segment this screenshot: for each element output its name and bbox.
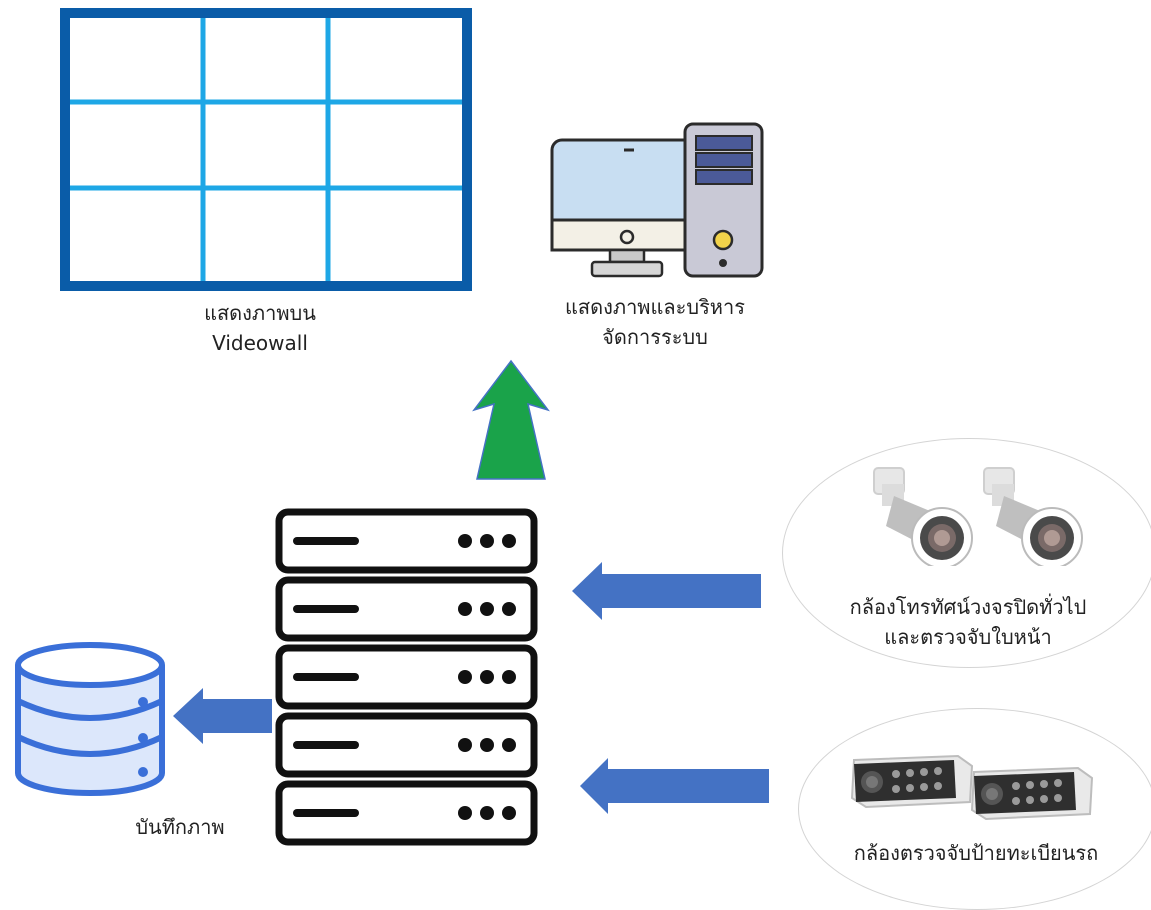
server-unit — [275, 712, 538, 778]
workstation-label-line1: แสดงภาพและบริหาร — [565, 295, 745, 319]
videowall-grid-icon — [60, 8, 472, 291]
bullet-camera-icon — [974, 466, 1094, 566]
lpr-label: กล้องตรวจจับป้ายทะเบียนรถ — [853, 841, 1099, 865]
server-unit — [275, 508, 538, 574]
workstation-label: แสดงภาพและบริหาร จัดการระบบ — [545, 292, 765, 352]
server-unit — [275, 780, 538, 846]
lpr-camera-icon — [970, 764, 1095, 822]
cctv-label-line1: กล้องโทรทัศน์วงจรปิดทั่วไป — [849, 595, 1087, 619]
lpr-camera-icon — [850, 752, 975, 810]
desktop-computer-icon — [548, 120, 768, 282]
left-arrow-icon — [170, 685, 274, 747]
server-rack-icon — [275, 508, 540, 848]
left-arrow-icon — [568, 558, 763, 624]
server-unit — [275, 576, 538, 642]
storage-label: บันทึกภาพ — [135, 815, 225, 839]
left-arrow-icon — [576, 754, 771, 818]
up-arrow-icon — [468, 358, 554, 482]
videowall-label-line1: แสดงภาพบน — [204, 301, 316, 325]
bullet-camera-icon — [864, 466, 984, 566]
cctv-label-line2: และตรวจจับใบหน้า — [884, 625, 1052, 649]
videowall-label: แสดงภาพบน Videowall — [150, 298, 370, 358]
workstation-label-line2: จัดการระบบ — [602, 325, 708, 349]
database-icon — [12, 640, 168, 798]
cctv-label: กล้องโทรทัศน์วงจรปิดทั่วไป และตรวจจับใบห… — [808, 592, 1128, 652]
server-unit — [275, 644, 538, 710]
videowall-label-line2: Videowall — [212, 331, 308, 355]
